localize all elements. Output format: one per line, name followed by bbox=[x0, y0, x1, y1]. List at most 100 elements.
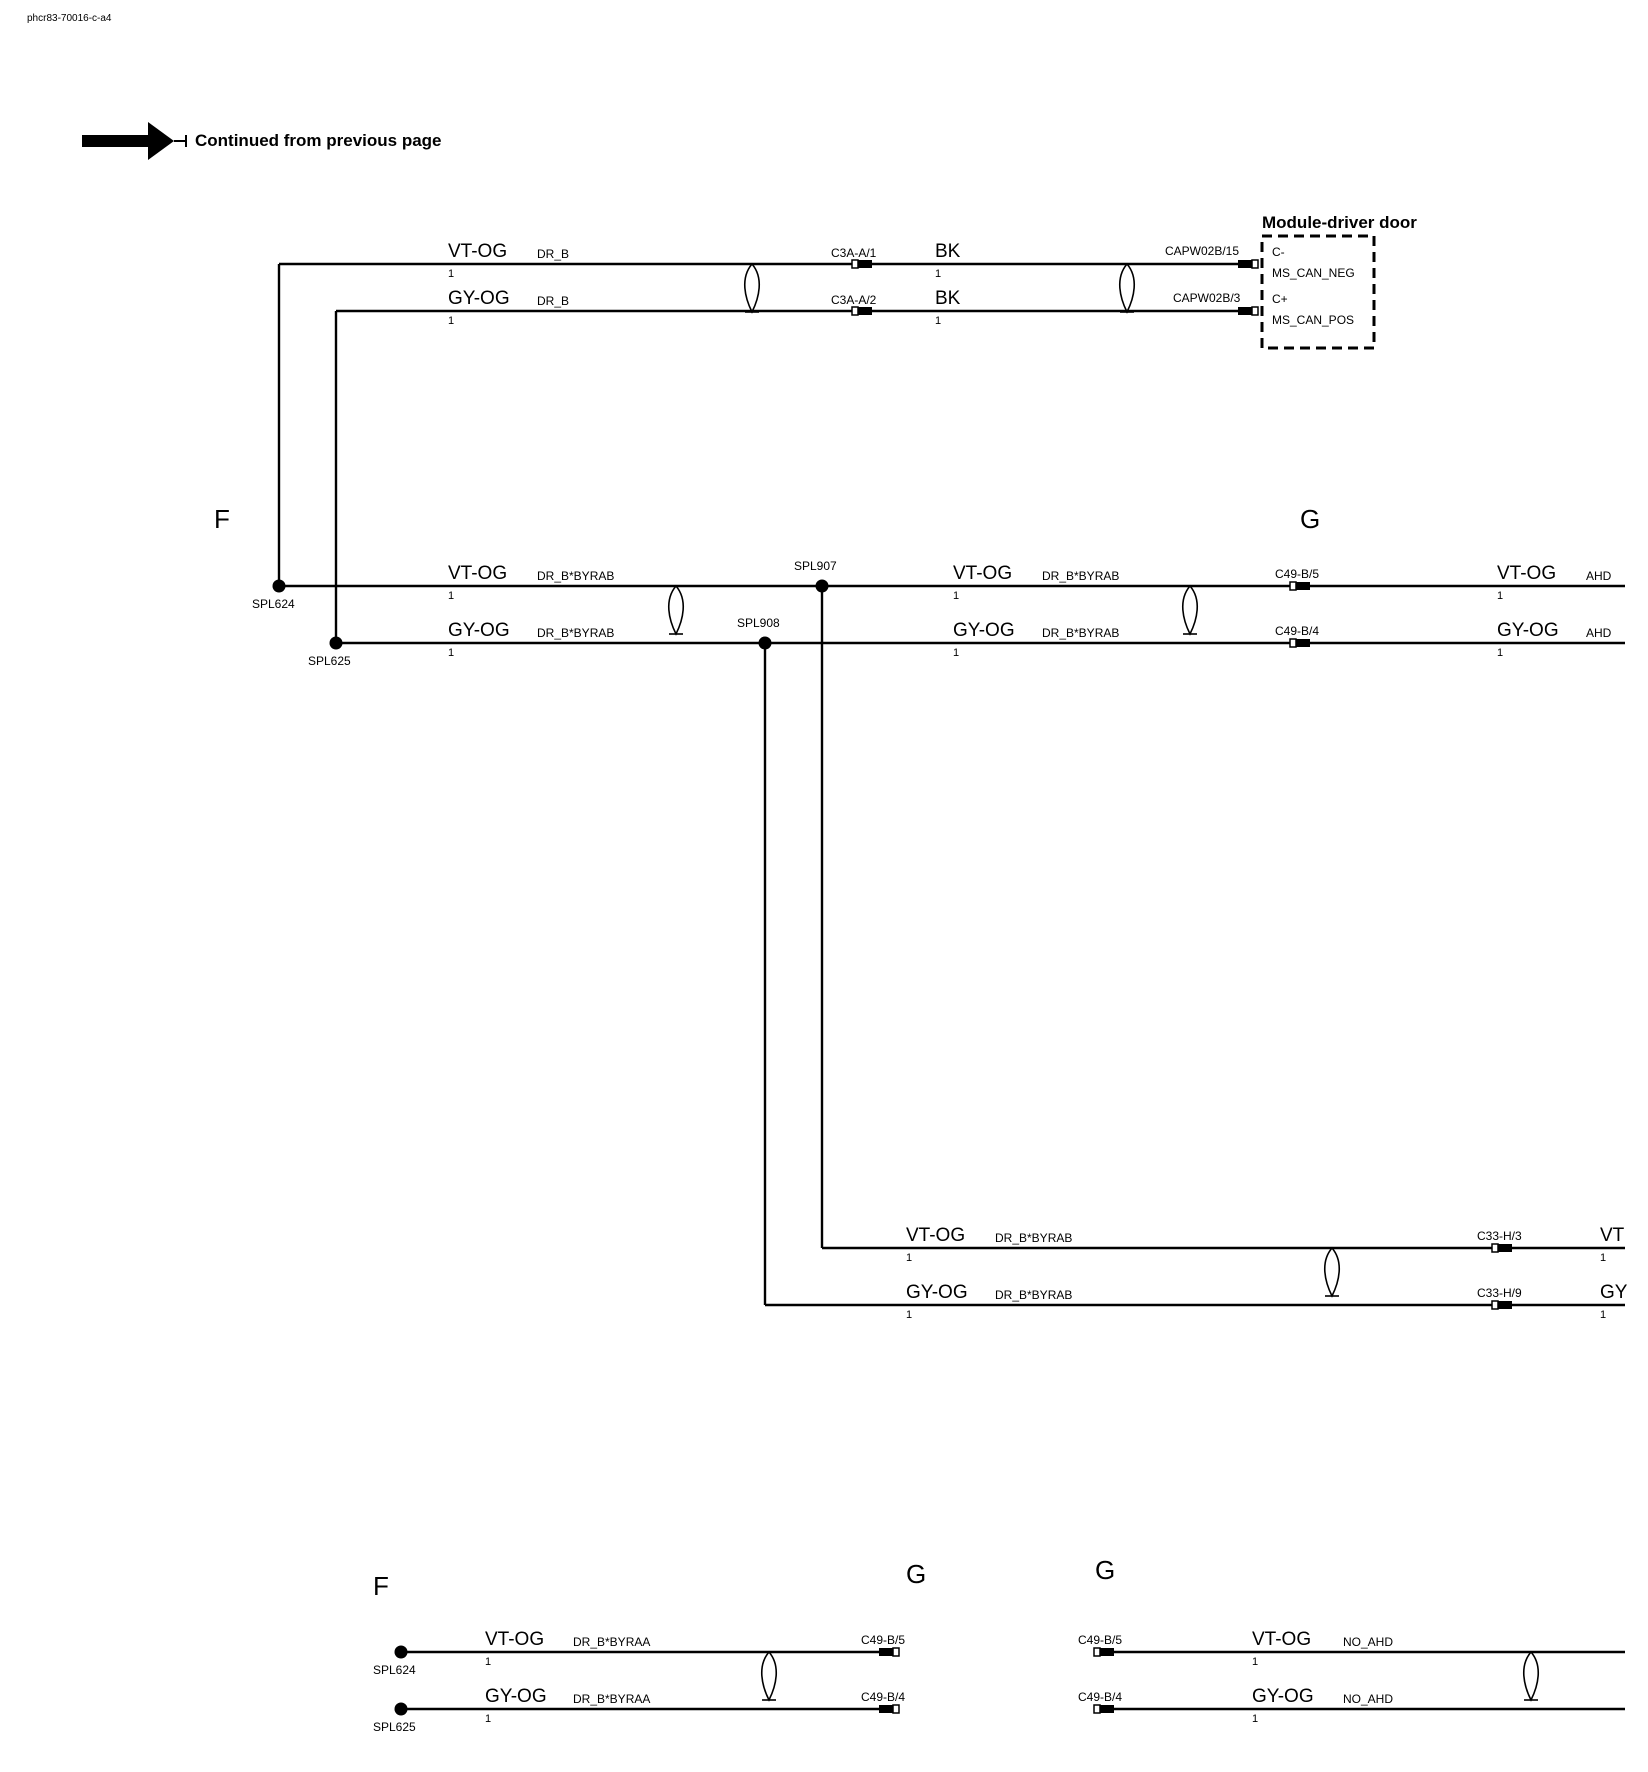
connector-label: C49-B/4 bbox=[1275, 624, 1319, 638]
splice-node bbox=[758, 636, 772, 650]
module-pin-label: C+ bbox=[1272, 292, 1288, 306]
circuit-label: DR_B bbox=[537, 247, 569, 261]
splice-label: SPL908 bbox=[737, 616, 780, 630]
splice-label: SPL625 bbox=[308, 654, 351, 668]
pin-number: 1 bbox=[1252, 1713, 1258, 1725]
circuit-label: DR_B bbox=[537, 294, 569, 308]
circuit-label: DR_B*BYRAB bbox=[995, 1288, 1072, 1302]
circuit-label: DR_B*BYRAB bbox=[995, 1231, 1072, 1245]
pin-number: 1 bbox=[1497, 590, 1503, 602]
splice-label: SPL625 bbox=[373, 1720, 416, 1734]
connector-label: C3A-A/2 bbox=[831, 293, 877, 307]
circuit-label: DR_B*BYRAB bbox=[537, 626, 614, 640]
inline-connector bbox=[1093, 1647, 1115, 1657]
pin-number: 1 bbox=[1600, 1309, 1606, 1321]
module-connector bbox=[1237, 306, 1259, 316]
connector-label: CAPW02B/15 bbox=[1165, 244, 1239, 258]
connector-label: C49-B/5 bbox=[1275, 567, 1319, 581]
module-signal-label: MS_CAN_NEG bbox=[1272, 266, 1355, 280]
connector-label: CAPW02B/3 bbox=[1173, 291, 1241, 305]
pin-number: 1 bbox=[448, 590, 454, 602]
splice-node bbox=[394, 1702, 408, 1716]
wire-color: VT-OG bbox=[448, 563, 507, 584]
wire-color: GY-OG bbox=[448, 288, 510, 309]
pin-number: 1 bbox=[953, 590, 959, 602]
inline-connector bbox=[1491, 1243, 1513, 1253]
page-id: phcr83-70016-c-a4 bbox=[27, 13, 112, 24]
inline-connector bbox=[878, 1647, 900, 1657]
inline-connector bbox=[851, 306, 873, 316]
connector-label: C33-H/9 bbox=[1477, 1286, 1522, 1300]
pin-number: 1 bbox=[1600, 1252, 1606, 1264]
pin-number: 1 bbox=[485, 1713, 491, 1725]
pin-number: 1 bbox=[906, 1252, 912, 1264]
wire-color: GY-OG bbox=[1497, 620, 1559, 641]
circuit-label: DR_B*BYRAB bbox=[1042, 569, 1119, 583]
inline-connector bbox=[1491, 1300, 1513, 1310]
zone-letter: G bbox=[1095, 1555, 1115, 1585]
splice-label: SPL624 bbox=[373, 1663, 416, 1677]
twist-marker bbox=[1522, 1651, 1540, 1701]
connector-label: C49-B/5 bbox=[1078, 1633, 1122, 1647]
pin-number: 1 bbox=[935, 268, 941, 280]
wire-color: VT-OG bbox=[448, 241, 507, 262]
inline-connector bbox=[1289, 638, 1311, 648]
pin-number: 1 bbox=[448, 268, 454, 280]
zone-letter: F bbox=[214, 504, 230, 534]
wire-color: GY-OG bbox=[485, 1686, 547, 1707]
circuit-label: DR_B*BYRAA bbox=[573, 1692, 650, 1706]
splice-node bbox=[815, 579, 829, 593]
wire-color: GY-OG bbox=[1252, 1686, 1314, 1707]
splice-node bbox=[329, 636, 343, 650]
continuation-arrow-icon bbox=[82, 122, 187, 160]
middle-wires bbox=[279, 584, 1625, 1305]
pin-number: 1 bbox=[1252, 1656, 1258, 1668]
bottom-left-wires bbox=[401, 1650, 897, 1711]
module-pin-label: C- bbox=[1272, 245, 1285, 259]
continuation-label: Continued from previous page bbox=[195, 131, 442, 150]
module-signal-label: MS_CAN_POS bbox=[1272, 313, 1354, 327]
pin-number: 1 bbox=[953, 647, 959, 659]
pin-number: 1 bbox=[1497, 647, 1503, 659]
twist-marker bbox=[1323, 1247, 1341, 1297]
splice-label: SPL624 bbox=[252, 597, 295, 611]
wire-color: GY bbox=[1600, 1282, 1628, 1303]
wire-color: GY-OG bbox=[953, 620, 1015, 641]
inline-connector bbox=[1289, 581, 1311, 591]
wire-color: VT-OG bbox=[953, 563, 1012, 584]
connector-label: C49-B/5 bbox=[861, 1633, 905, 1647]
circuit-label: DR_B*BYRAA bbox=[573, 1635, 650, 1649]
twist-marker bbox=[1181, 585, 1199, 635]
connector-label: C33-H/3 bbox=[1477, 1229, 1522, 1243]
inline-connector bbox=[1093, 1704, 1115, 1714]
splice-node bbox=[394, 1645, 408, 1659]
inline-connector bbox=[851, 259, 873, 269]
wire-color: BK bbox=[935, 288, 961, 309]
wire-color: VT-OG bbox=[906, 1225, 965, 1246]
lower-wires bbox=[765, 1246, 1625, 1307]
connector-label: C49-B/4 bbox=[861, 1690, 905, 1704]
circuit-label: DR_B*BYRAB bbox=[537, 569, 614, 583]
pin-number: 1 bbox=[448, 647, 454, 659]
zone-letter: G bbox=[1300, 504, 1320, 534]
pin-number: 1 bbox=[935, 315, 941, 327]
circuit-label: AHD bbox=[1586, 626, 1612, 640]
splice-label: SPL907 bbox=[794, 559, 837, 573]
circuit-label: DR_B*BYRAB bbox=[1042, 626, 1119, 640]
wire-color: GY-OG bbox=[448, 620, 510, 641]
module-connector bbox=[1237, 259, 1259, 269]
wire-color: VT bbox=[1600, 1225, 1625, 1246]
connector-label: C49-B/4 bbox=[1078, 1690, 1122, 1704]
twist-marker bbox=[760, 1651, 778, 1701]
wire-color: VT-OG bbox=[1497, 563, 1556, 584]
wire-color: GY-OG bbox=[906, 1282, 968, 1303]
wire-color: BK bbox=[935, 241, 961, 262]
connector-label: C3A-A/1 bbox=[831, 246, 877, 260]
module-title: Module-driver door bbox=[1262, 213, 1417, 232]
circuit-label: AHD bbox=[1586, 569, 1612, 583]
twist-marker bbox=[667, 585, 685, 635]
zone-letter: F bbox=[373, 1571, 389, 1601]
top-wires bbox=[277, 262, 1256, 643]
wire-color: VT-OG bbox=[1252, 1629, 1311, 1650]
